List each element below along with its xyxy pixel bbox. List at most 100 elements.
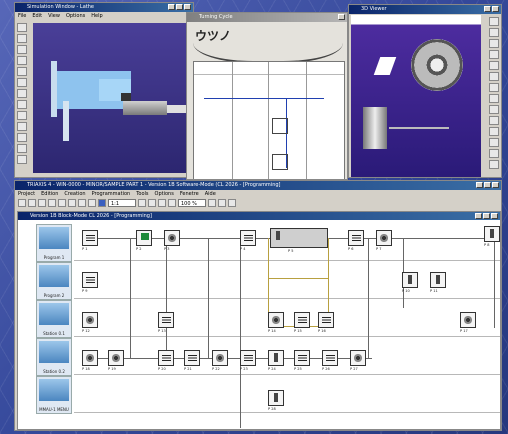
block-p14[interactable]: [268, 312, 284, 328]
link-icon[interactable]: [208, 199, 216, 207]
view-iso-icon[interactable]: [489, 50, 499, 59]
rotate-tool-icon[interactable]: [17, 56, 27, 65]
measure-tool-icon[interactable]: [17, 67, 27, 76]
block-p16[interactable]: [318, 312, 334, 328]
maximize-button[interactable]: [176, 4, 183, 10]
view-top-icon[interactable]: [489, 17, 499, 26]
block-p24[interactable]: [268, 350, 284, 366]
scale-select[interactable]: 100 %: [178, 199, 206, 207]
menu-help[interactable]: Help: [91, 13, 103, 19]
select-tool-icon[interactable]: [17, 23, 27, 32]
menu-file[interactable]: File: [18, 13, 27, 19]
play-tool-icon[interactable]: [17, 78, 27, 87]
viewer-close-button[interactable]: [492, 6, 499, 12]
row-label-program-2[interactable]: Program 2: [36, 262, 72, 300]
row-label-station-1[interactable]: Station 0.1: [36, 300, 72, 338]
rotate-view-icon[interactable]: [489, 94, 499, 103]
check-icon[interactable]: [228, 199, 236, 207]
block-p11[interactable]: [430, 272, 446, 288]
open-icon[interactable]: [28, 199, 36, 207]
color-icon[interactable]: [489, 149, 499, 158]
new-icon[interactable]: [18, 199, 26, 207]
block-p10[interactable]: [402, 272, 418, 288]
menu-edit[interactable]: Edit: [32, 13, 43, 19]
menu-options-main[interactable]: Options: [154, 191, 174, 197]
section-icon[interactable]: [489, 127, 499, 136]
menu-programmation[interactable]: Programmation: [91, 191, 131, 197]
block-p13[interactable]: [158, 312, 174, 328]
block-p22[interactable]: [212, 350, 228, 366]
block-p21[interactable]: [184, 350, 200, 366]
diagram-max-button[interactable]: [483, 213, 490, 219]
zoom-out-toolbar-icon[interactable]: [148, 199, 156, 207]
settings-tool-icon[interactable]: [17, 122, 27, 131]
row-label-menu[interactable]: MMAU-1 MENU: [36, 376, 72, 414]
block-p26[interactable]: [322, 350, 338, 366]
undo-icon[interactable]: [88, 199, 96, 207]
row-label-station-2[interactable]: Station 0.2: [36, 338, 72, 376]
dialog-close-button[interactable]: [338, 14, 345, 20]
block-p17[interactable]: [460, 312, 476, 328]
row-label-program-1[interactable]: Program 1: [36, 224, 72, 262]
diagram-close-button[interactable]: [491, 213, 498, 219]
menu-project[interactable]: Project: [18, 191, 36, 197]
diagram-min-button[interactable]: [475, 213, 482, 219]
minimize-button[interactable]: [168, 4, 175, 10]
menu-edition[interactable]: Edition: [41, 191, 59, 197]
unlink-icon[interactable]: [218, 199, 226, 207]
step-tool-icon[interactable]: [17, 89, 27, 98]
menu-view[interactable]: View: [48, 13, 60, 19]
block-p7[interactable]: [376, 230, 392, 246]
zoom-tool-icon[interactable]: [17, 34, 27, 43]
fit-icon[interactable]: [489, 83, 499, 92]
main-maximize-button[interactable]: [484, 182, 491, 188]
main-minimize-button[interactable]: [476, 182, 483, 188]
zoom-in-toolbar-icon[interactable]: [138, 199, 146, 207]
wire-icon[interactable]: [489, 116, 499, 125]
block-p12[interactable]: [82, 312, 98, 328]
paste-icon[interactable]: [78, 199, 86, 207]
block-p15[interactable]: [294, 312, 310, 328]
grid-icon[interactable]: [158, 199, 166, 207]
reset-tool-icon[interactable]: [17, 111, 27, 120]
menu-tools[interactable]: Tools: [136, 191, 149, 197]
block-p20[interactable]: [158, 350, 174, 366]
zoom-out-icon[interactable]: [489, 72, 499, 81]
zoom-select[interactable]: 1:1: [108, 199, 136, 207]
light-icon[interactable]: [489, 138, 499, 147]
pan-tool-icon[interactable]: [17, 45, 27, 54]
block-p23[interactable]: [240, 350, 256, 366]
cut-icon[interactable]: [58, 199, 66, 207]
save-icon[interactable]: [38, 199, 46, 207]
menu-fenetre[interactable]: Fenetre: [179, 191, 199, 197]
viewer-minimize-button[interactable]: [484, 6, 491, 12]
block-p5[interactable]: [270, 228, 328, 248]
main-close-button[interactable]: [492, 182, 499, 188]
block-p8[interactable]: [484, 226, 500, 242]
help-tool-icon[interactable]: [17, 155, 27, 164]
menu-aide[interactable]: Aide: [204, 191, 216, 197]
block-p19[interactable]: [108, 350, 124, 366]
copy-icon[interactable]: [68, 199, 76, 207]
simulation-viewport[interactable]: [33, 23, 191, 173]
block-p4[interactable]: [240, 230, 256, 246]
block-p18[interactable]: [82, 350, 98, 366]
align-icon[interactable]: [168, 199, 176, 207]
view-front-icon[interactable]: [489, 28, 499, 37]
block-p6[interactable]: [348, 230, 364, 246]
run-icon[interactable]: [98, 199, 106, 207]
viewer-canvas[interactable]: [351, 15, 481, 177]
view-side-icon[interactable]: [489, 39, 499, 48]
menu-creation[interactable]: Creation: [64, 191, 86, 197]
stop-tool-icon[interactable]: [17, 100, 27, 109]
block-p25[interactable]: [294, 350, 310, 366]
camera-icon[interactable]: [489, 160, 499, 169]
block-p9[interactable]: [82, 272, 98, 288]
info-tool-icon[interactable]: [17, 144, 27, 153]
block-p1[interactable]: [82, 230, 98, 246]
block-p2[interactable]: [136, 230, 152, 246]
shade-icon[interactable]: [489, 105, 499, 114]
menu-options[interactable]: Options: [65, 13, 86, 19]
block-p27[interactable]: [350, 350, 366, 366]
zoom-in-icon[interactable]: [489, 61, 499, 70]
